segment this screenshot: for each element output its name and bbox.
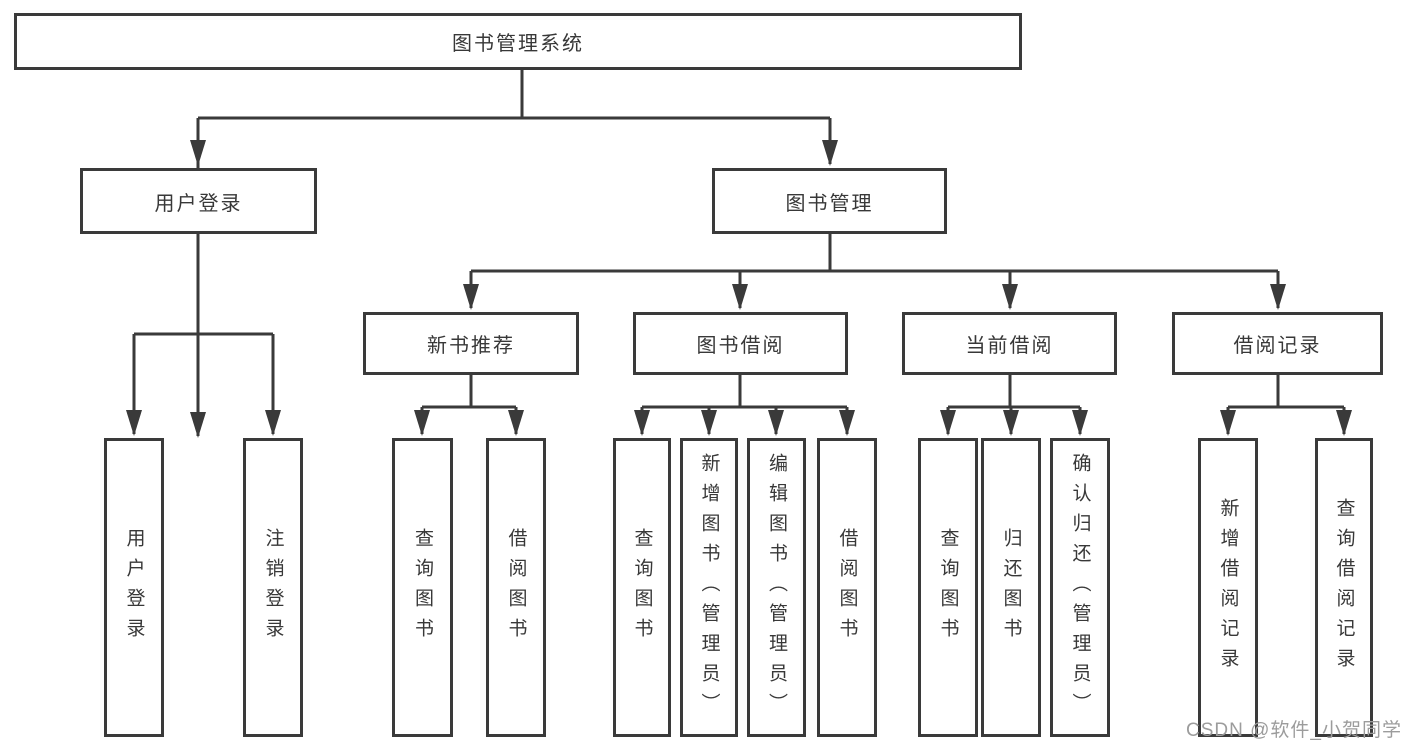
leaf-recommend-query-books: 查询图书 xyxy=(392,438,453,737)
leaf-records-add-record: 新增借阅记录 xyxy=(1198,438,1258,737)
csdn-watermark: CSDN @软件_小贺同学 xyxy=(1186,720,1402,741)
leaf-borrow-edit-books-admin: 编辑图书（管理员） xyxy=(747,438,806,737)
node-borrowing-records: 借阅记录 xyxy=(1172,312,1383,375)
leaf-logout: 注销登录 xyxy=(243,438,303,737)
leaf-borrow-query-books: 查询图书 xyxy=(613,438,671,737)
leaf-current-return-books: 归还图书 xyxy=(981,438,1041,737)
node-library-management-system: 图书管理系统 xyxy=(14,13,1022,70)
leaf-current-query-books: 查询图书 xyxy=(918,438,978,737)
leaf-current-confirm-return-admin: 确认归还（管理员） xyxy=(1050,438,1110,737)
node-book-borrowing: 图书借阅 xyxy=(633,312,848,375)
node-book-management: 图书管理 xyxy=(712,168,947,234)
node-user-login: 用户登录 xyxy=(80,168,317,234)
leaf-user-login: 用户登录 xyxy=(104,438,164,737)
leaf-recommend-borrow-books: 借阅图书 xyxy=(486,438,546,737)
node-new-book-recommend: 新书推荐 xyxy=(363,312,579,375)
leaf-records-query-record: 查询借阅记录 xyxy=(1315,438,1373,737)
leaf-borrow-borrow-books: 借阅图书 xyxy=(817,438,877,737)
node-current-borrowing: 当前借阅 xyxy=(902,312,1117,375)
leaf-borrow-add-books-admin: 新增图书（管理员） xyxy=(680,438,738,737)
